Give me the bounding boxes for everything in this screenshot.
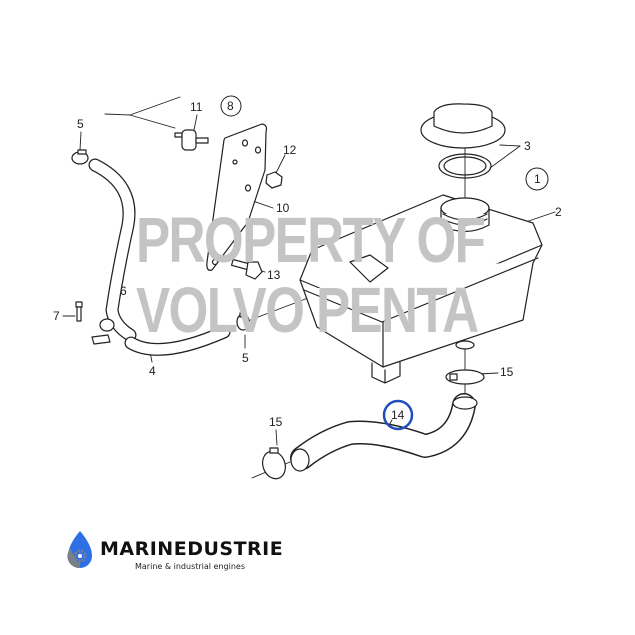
part-label[interactable]: 15 (500, 365, 514, 379)
bolt-7 (75, 301, 83, 322)
part-label[interactable]: 2 (555, 205, 562, 219)
part-label[interactable]: 15 (269, 415, 283, 429)
part-label[interactable]: 3 (524, 139, 531, 153)
highlight-circle-14 (382, 399, 414, 431)
part-label[interactable]: 11 (190, 100, 203, 114)
expansion-tank (299, 194, 543, 384)
hose-clamp-6 (91, 318, 115, 345)
logo-droplet-gear-icon (67, 531, 92, 569)
watermark-line-2: VOLVO PENTA (136, 276, 479, 347)
logo-tagline: Marine & industrial engines (135, 562, 246, 571)
ref-label-circled[interactable]: 1 (534, 172, 541, 186)
part-label[interactable]: 10 (276, 201, 290, 215)
part-label[interactable]: 5 (77, 117, 84, 131)
hose-14 (290, 393, 478, 472)
hose-clamp (236, 312, 250, 331)
hose-4 (124, 325, 231, 356)
hose-clamp (445, 369, 485, 385)
seal-ring (438, 153, 492, 179)
bolt (230, 258, 263, 280)
ref-label-circled[interactable]: 8 (227, 99, 234, 113)
part-label-highlighted[interactable]: 14 (391, 408, 405, 422)
logo-brand-name: MARINEDUSTRIE (100, 538, 284, 560)
part-label[interactable]: 5 (242, 351, 249, 365)
bracket (206, 123, 268, 271)
hose-clamp (262, 447, 286, 480)
filler-neck (440, 197, 490, 233)
part-labels: 11 8 5 12 3 1 10 2 13 6 7 4 5 15 14 15 (53, 99, 562, 429)
part-label[interactable]: 6 (120, 284, 127, 298)
part-label[interactable]: 7 (53, 309, 60, 323)
part-label[interactable]: 13 (267, 268, 281, 282)
pressure-cap (420, 103, 506, 149)
hose-vent (88, 158, 137, 342)
rubber-mount (174, 129, 209, 151)
hose-clamp (71, 149, 89, 165)
nut (265, 171, 283, 189)
part-label[interactable]: 4 (149, 364, 156, 378)
part-label[interactable]: 12 (283, 143, 297, 157)
watermark-line-1: PROPERTY OF (136, 206, 485, 277)
watermark: PROPERTY OF VOLVO PENTA (136, 206, 486, 347)
